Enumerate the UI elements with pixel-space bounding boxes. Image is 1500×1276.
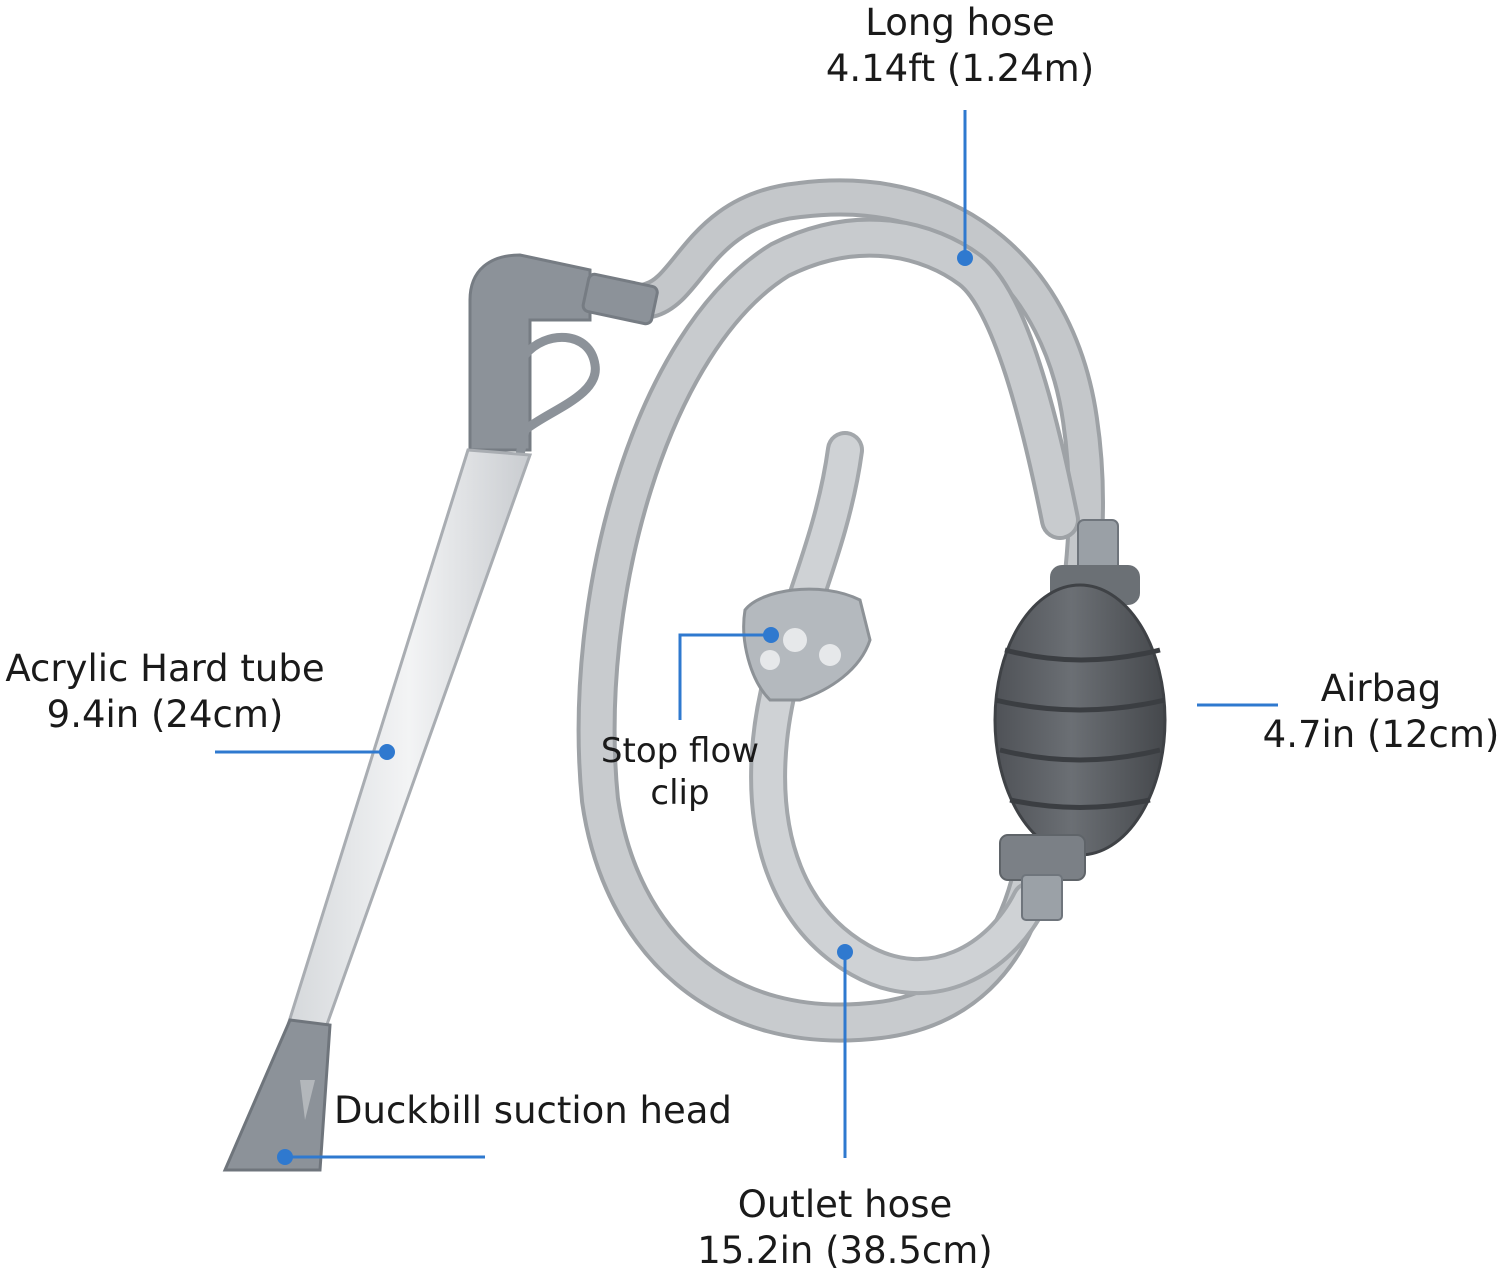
- airbag-label: Airbag 4.7in (12cm): [1262, 666, 1500, 758]
- stop-flow-clip-line1: Stop flow: [600, 731, 760, 771]
- long-hose-name: Long hose: [865, 1, 1055, 44]
- airbag-bulb: [993, 519, 1167, 921]
- acrylic-tube: [286, 448, 533, 1032]
- outlet-hose-size: 15.2in (38.5cm): [697, 1229, 993, 1272]
- duckbill-label: Duckbill suction head: [334, 1088, 732, 1134]
- acrylic-tube-label: Acrylic Hard tube 9.4in (24cm): [0, 646, 330, 738]
- long-hose-label: Long hose 4.14ft (1.24m): [820, 0, 1100, 92]
- airbag-size: 4.7in (12cm): [1262, 713, 1500, 756]
- outlet-hose-label: Outlet hose 15.2in (38.5cm): [690, 1182, 1000, 1274]
- stop-flow-clip: [742, 587, 872, 702]
- elbow-connector: [468, 253, 659, 460]
- long-hose-size: 4.14ft (1.24m): [825, 47, 1095, 90]
- duckbill-name: Duckbill suction head: [334, 1089, 732, 1132]
- outlet-hose-name: Outlet hose: [737, 1183, 953, 1226]
- stop-flow-clip-line2: clip: [650, 773, 710, 813]
- stop-flow-clip-label: Stop flow clip: [595, 730, 765, 814]
- acrylic-tube-size: 9.4in (24cm): [46, 693, 284, 736]
- airbag-name: Airbag: [1320, 667, 1442, 710]
- outlet-hose: [749, 431, 1049, 995]
- duckbill-head: [222, 1018, 332, 1172]
- acrylic-tube-name: Acrylic Hard tube: [5, 647, 325, 690]
- leader-lines: [215, 110, 1278, 1165]
